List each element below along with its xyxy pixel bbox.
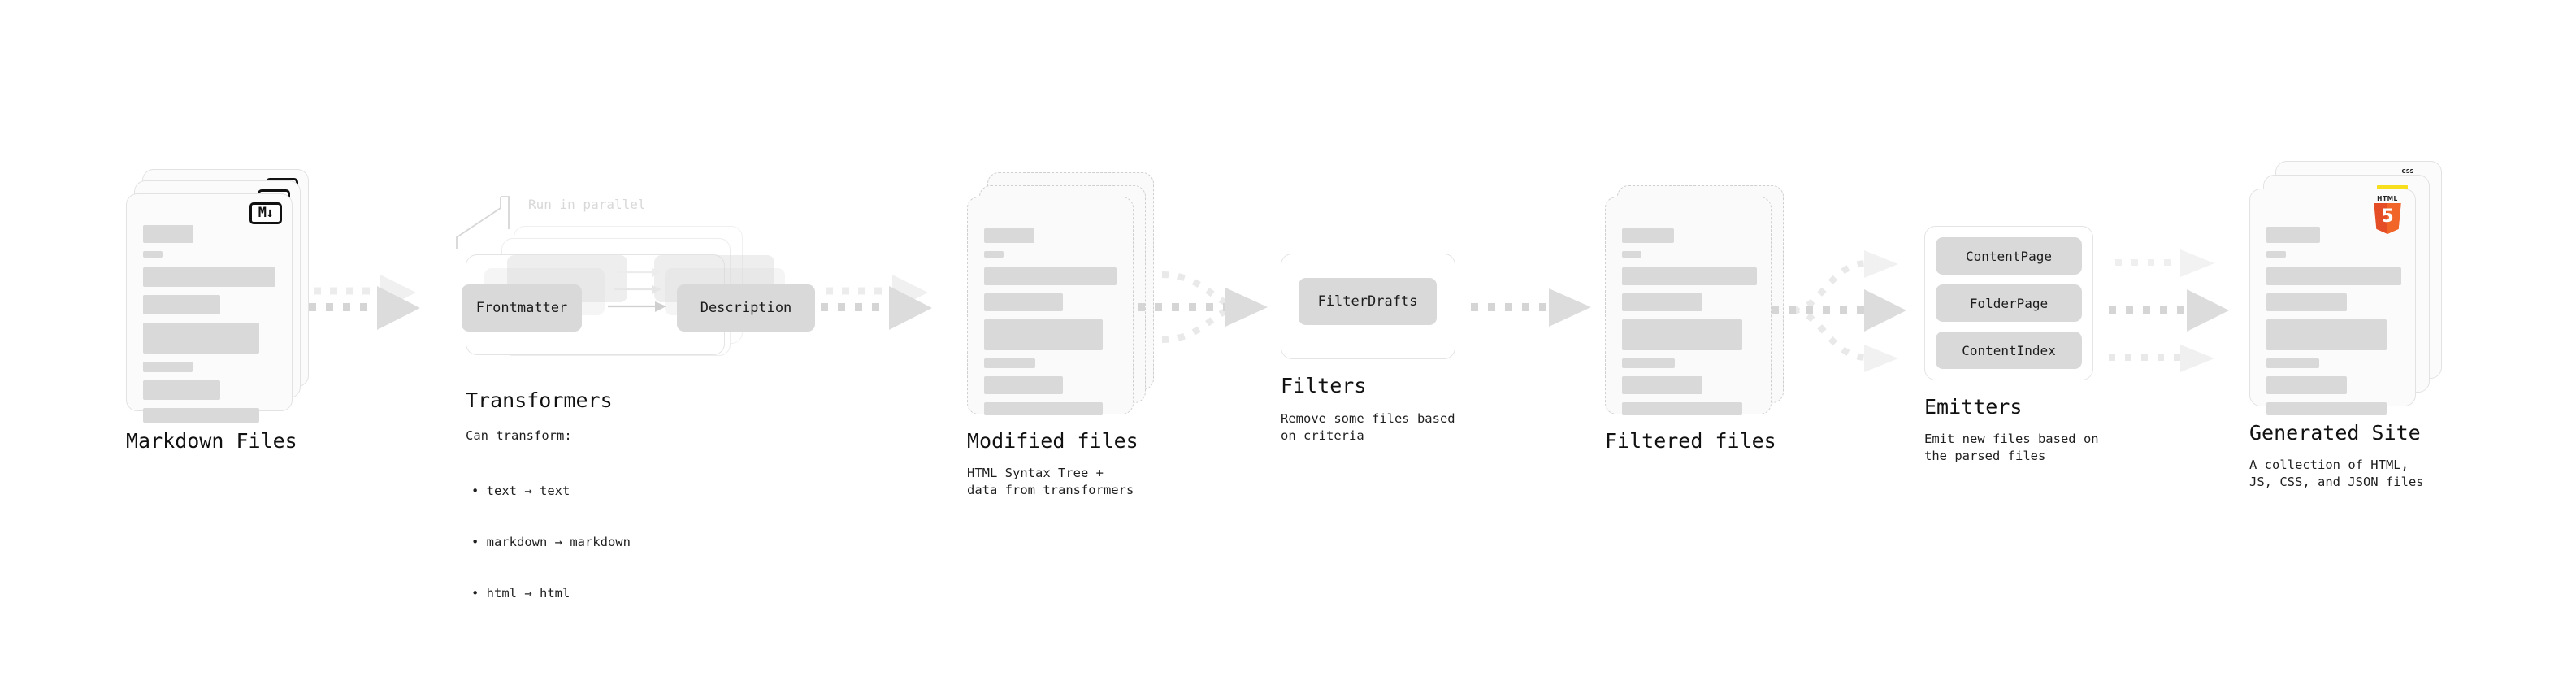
stage-desc-modified-files: HTML Syntax Tree + data from transformer… <box>967 466 1134 497</box>
skeleton-bar <box>1622 267 1757 285</box>
document-skeleton <box>2266 227 2401 423</box>
markdown-badge: M↓ <box>249 202 282 224</box>
skeleton-bar <box>2266 402 2387 415</box>
document-card-front <box>967 197 1134 415</box>
stage-title-markdown-files: Markdown Files <box>126 429 297 453</box>
skeleton-bar <box>2266 319 2387 350</box>
stage-title-transformers: Transformers <box>466 388 613 412</box>
document-skeleton <box>1622 228 1757 423</box>
skeleton-bar <box>143 251 163 258</box>
stage-desc-emitters: Emit new files based on the parsed files <box>1924 432 2099 463</box>
stage-title-emitters: Emitters <box>1924 395 2023 419</box>
stage-desc-transformers: Can transform: <box>466 428 572 443</box>
html5-badge-caption: HTML <box>2377 195 2398 202</box>
pill-filterdrafts-label: FilterDrafts <box>1317 293 1418 310</box>
skeleton-bar <box>984 358 1035 368</box>
stage-desc-generated-site: A collection of HTML, JS, CSS, and JSON … <box>2249 458 2424 489</box>
skeleton-bar <box>2266 227 2320 243</box>
skeleton-bar <box>143 267 275 287</box>
document-card-front <box>1605 197 1772 415</box>
skeleton-bar <box>1622 228 1674 243</box>
stage-title-filters: Filters <box>1281 374 1367 397</box>
stage-title-modified-files: Modified files <box>967 429 1138 453</box>
skeleton-bar <box>2266 293 2347 311</box>
stage-title-filtered-files: Filtered files <box>1605 429 1776 453</box>
transformer-inner-arrows <box>608 268 666 312</box>
html5-badge-number: 5 <box>2381 206 2394 227</box>
skeleton-bar <box>1622 251 1641 258</box>
skeleton-bar <box>143 380 220 400</box>
pill-description[interactable]: Description <box>677 284 815 332</box>
skeleton-bar <box>984 402 1103 415</box>
pill-frontmatter-label: Frontmatter <box>475 300 568 316</box>
skeleton-bar <box>143 408 259 423</box>
skeleton-bar <box>984 376 1063 394</box>
pill-folderpage[interactable]: FolderPage <box>1936 284 2082 322</box>
skeleton-bar <box>1622 376 1702 394</box>
pill-folderpage-label: FolderPage <box>1969 295 2049 311</box>
document-skeleton <box>984 228 1118 423</box>
skeleton-bar <box>143 323 259 354</box>
html5-shield: 5 <box>2374 203 2401 234</box>
connector-modified-to-filters <box>1138 271 1268 343</box>
connector-markdown-to-transformers <box>309 275 420 330</box>
skeleton-bar <box>1622 358 1675 368</box>
document-card-front: M↓ <box>126 193 293 423</box>
pill-contentindex[interactable]: ContentIndex <box>1936 332 2082 369</box>
run-in-parallel-label: Run in parallel <box>528 197 646 212</box>
bullet-item: • markdown → markdown <box>471 535 631 549</box>
skeleton-bar <box>2266 251 2286 258</box>
pill-contentindex-label: ContentIndex <box>1962 342 2056 358</box>
connector-filtered-to-emitters <box>1772 250 1906 372</box>
skeleton-bar <box>984 228 1034 243</box>
markdown-badge-label: M↓ <box>249 202 282 224</box>
skeleton-bar <box>143 225 193 243</box>
skeleton-bar <box>2266 358 2319 368</box>
skeleton-bar <box>984 267 1117 285</box>
pill-contentpage-label: ContentPage <box>1966 248 2052 264</box>
document-skeleton <box>143 225 277 431</box>
skeleton-bar <box>2266 267 2401 285</box>
transformers-bullet-list: • text → text • markdown → markdown • ht… <box>471 449 631 636</box>
stage-desc-filters: Remove some files based on criteria <box>1281 411 1455 443</box>
bullet-item: • text → text <box>471 484 570 498</box>
skeleton-bar <box>1622 402 1742 415</box>
pill-frontmatter[interactable]: Frontmatter <box>462 284 582 332</box>
pill-description-label: Description <box>700 300 792 316</box>
skeleton-bar <box>1622 293 1702 311</box>
skeleton-bar <box>984 251 1004 258</box>
run-in-parallel-bracket <box>456 196 510 249</box>
skeleton-bar <box>143 362 193 372</box>
connector-transformers-to-modified <box>821 275 932 330</box>
skeleton-bar <box>984 293 1063 311</box>
stage-title-generated-site: Generated Site <box>2249 421 2421 445</box>
skeleton-bar <box>143 295 220 314</box>
skeleton-bar <box>2266 376 2347 394</box>
document-card-front: HTML 5 <box>2249 189 2416 415</box>
skeleton-bar <box>1622 319 1742 350</box>
pill-contentpage[interactable]: ContentPage <box>1936 237 2082 275</box>
css-badge-label: CSS <box>2401 168 2414 175</box>
pill-filterdrafts[interactable]: FilterDrafts <box>1299 278 1437 325</box>
skeleton-bar <box>984 319 1103 350</box>
bullet-item: • html → html <box>471 586 570 601</box>
connector-emitters-to-site <box>2109 249 2229 372</box>
html5-badge: HTML 5 <box>2371 195 2404 234</box>
connector-filters-to-filtered <box>1471 288 1591 327</box>
